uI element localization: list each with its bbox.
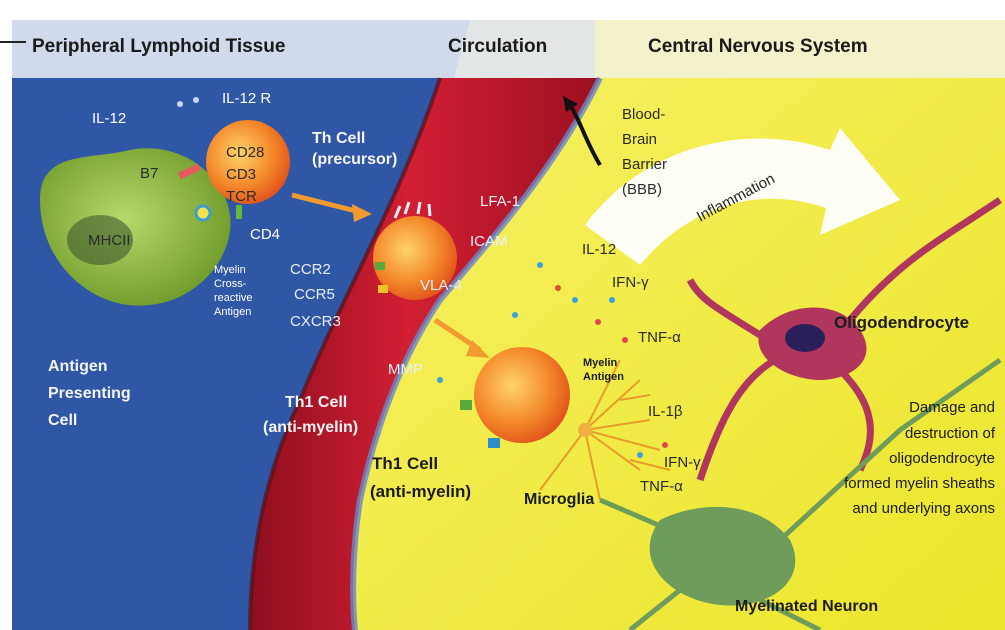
header-peripheral-lymphoid-tissue: Peripheral Lymphoid Tissue [32,36,285,57]
label-tcr: TCR [226,188,257,205]
label-il12-cns: IL-12 [582,241,616,258]
label-icam: ICAM [470,233,508,250]
label-damage-5: and underlying axons [852,500,995,517]
label-microglia: Microglia [524,491,594,508]
label-ccr5: CCR5 [294,286,335,303]
label-myelin-antigen-2: Antigen [583,371,624,383]
label-th1-cns-anti-myelin: (anti-myelin) [370,482,471,501]
label-cd3: CD3 [226,166,256,183]
label-bbb-3: Barrier [622,156,667,173]
label-ifn-gamma-1: IFN-γ [612,274,649,291]
label-tnf-alpha-1: TNF-α [638,329,681,346]
label-apc-3: Cell [48,412,77,429]
ccr-receptor [375,262,385,270]
label-cxcr3: CXCR3 [290,313,341,330]
cd4-molecule [236,205,242,219]
label-myelin-cross-1: Myelin [214,264,246,276]
label-oligodendrocyte: Oligodendrocyte [834,313,969,332]
label-bbb-2: Brain [622,131,657,148]
label-damage-2: destruction of [905,425,996,442]
label-damage-1: Damage and [909,399,995,416]
label-th-precursor: (precursor) [312,151,397,168]
oligodendrocyte-nucleus [785,324,825,352]
th1-cell-cns [474,347,570,443]
th1-cns-receptor-2 [488,438,500,448]
label-ifn-gamma-2: IFN-γ [664,454,701,471]
label-il1-beta: IL-1β [648,403,683,420]
th1-cns-receptor-1 [460,400,472,410]
label-bbb-4: (BBB) [622,181,662,198]
label-lfa1: LFA-1 [480,193,520,210]
header-central-nervous-system: Central Nervous System [648,36,868,57]
label-th1-circulation-anti-myelin: (anti-myelin) [263,419,358,436]
label-il12r: IL-12 R [222,90,271,107]
label-tnf-alpha-2: TNF-α [640,478,683,495]
label-damage-3: oligodendrocyte [889,450,995,467]
label-cd28: CD28 [226,144,264,161]
label-damage-4: formed myelin sheaths [844,475,995,492]
ccr5-receptor [378,285,388,293]
label-myelinated-neuron: Myelinated Neuron [735,598,878,615]
label-mhcii: MHCII [88,232,131,249]
microglia-body [578,423,592,437]
label-b7: B7 [140,165,158,182]
label-mmp: MMP [388,361,423,378]
myelin-antigen-apc [196,206,210,220]
label-vla4: VLA-4 [420,277,462,294]
header-circulation: Circulation [448,36,547,57]
label-myelin-cross-2: Cross- [214,278,247,290]
label-myelin-antigen-1: Myelin [583,357,618,369]
label-apc-2: Presenting [48,385,131,402]
label-myelin-cross-4: Antigen [214,306,251,318]
label-cd4: CD4 [250,226,280,243]
label-bbb-1: Blood- [622,106,665,123]
label-apc-1: Antigen [48,358,108,375]
label-th1-circulation: Th1 Cell [285,394,347,411]
label-myelin-cross-3: reactive [214,292,253,304]
label-ccr2: CCR2 [290,261,331,278]
label-th1-cns: Th1 Cell [372,454,438,473]
label-il12-top: IL-12 [92,110,126,127]
label-th-cell: Th Cell [312,130,365,147]
